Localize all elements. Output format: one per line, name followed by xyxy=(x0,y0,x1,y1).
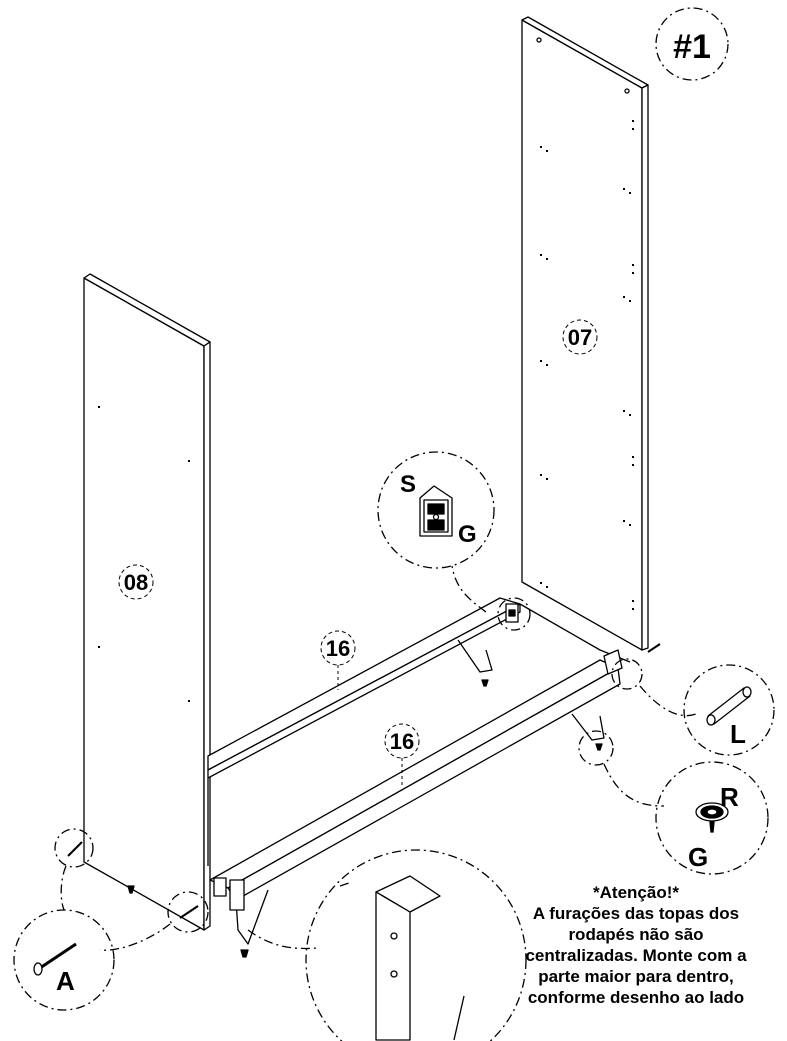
hole-section-detail xyxy=(375,875,465,1041)
part-label-16-front: 16 xyxy=(390,729,414,754)
callout-lines xyxy=(13,7,775,1041)
foot-marker xyxy=(127,885,135,894)
note-line-1: A furações das topas dos xyxy=(532,904,740,923)
note-line-3: centralizadas. Monte com a xyxy=(525,946,747,965)
note-title: *Atenção!* xyxy=(593,883,679,902)
note-line-5: conforme desenho ao lado xyxy=(527,988,745,1007)
hardware-label-l: L xyxy=(730,719,746,749)
screw-detail xyxy=(33,643,661,976)
hardware-label-a: A xyxy=(56,966,75,996)
hardware-label-g-foot: G xyxy=(688,842,708,872)
panel-08 xyxy=(83,273,211,931)
panel-holes xyxy=(98,120,634,702)
note-line-2: rodapés não são xyxy=(568,925,704,944)
step-label: #1 xyxy=(673,28,711,66)
labels: #1 07 08 16 16 S G L R G A xyxy=(56,28,746,996)
hardware-label-g-bracket: G xyxy=(458,521,477,548)
attention-note: *Atenção!* A furações das topas dos roda… xyxy=(488,882,784,1008)
rail-front xyxy=(209,649,623,958)
part-label-08: 08 xyxy=(124,570,148,595)
part-label-07: 07 xyxy=(568,325,592,350)
hardware-label-s: S xyxy=(400,471,416,498)
note-line-4: parte maior para dentro, xyxy=(538,967,734,986)
dowel-detail xyxy=(706,686,752,726)
foot-detail xyxy=(695,802,729,833)
rail-back xyxy=(207,597,521,779)
hardware-label-r: R xyxy=(720,782,739,812)
part-label-16-back: 16 xyxy=(326,636,350,661)
bracket-detail xyxy=(419,485,519,623)
